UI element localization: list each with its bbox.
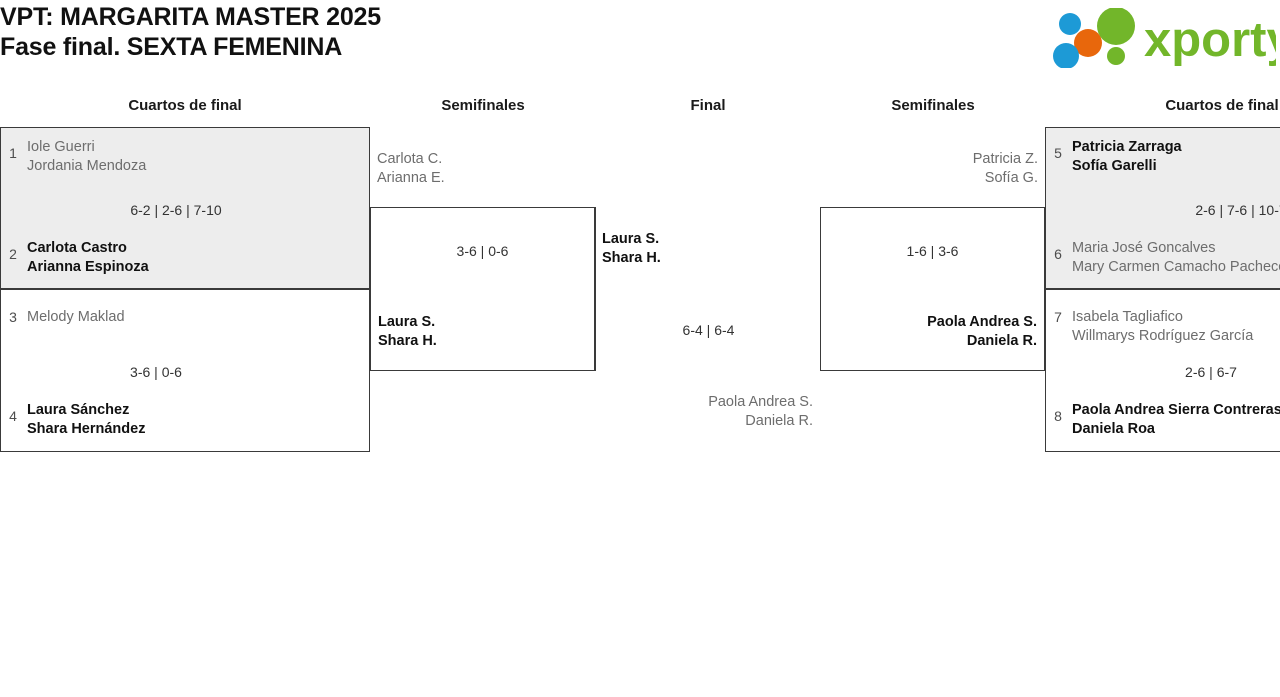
logo-dot-blue-bottom [1053,43,1079,68]
player-name-line1: Paola Andrea S. [927,314,1037,330]
player-name-line1: Laura Sánchez [27,402,130,418]
player-name-line1: Laura S. [378,314,436,330]
player-name-line1: Patricia Zarraga [1072,139,1182,155]
seed-number: 2 [9,246,17,262]
match-qf-right-bottom[interactable]: 7 Isabela Tagliafico Willmarys Rodríguez… [1045,289,1280,452]
score-sf-left: 3-6 | 0-6 [456,243,509,259]
player-name-line2: Arianna Espinoza [27,259,149,275]
team-qf-left-bottom-2[interactable]: Laura Sánchez Shara Hernández [27,401,145,439]
seed-number: 8 [1054,408,1062,424]
seed-number: 3 [9,309,17,325]
player-name-line1: Paola Andrea Sierra Contreras [1072,402,1280,418]
team-final-left[interactable]: Laura S. Shara H. [602,230,661,268]
team-qf-right-bottom-2[interactable]: Paola Andrea Sierra Contreras Daniela Ro… [1072,401,1280,439]
player-name-line1: Isabela Tagliafico [1072,309,1183,325]
player-name-line2: Daniela R. [745,413,813,429]
xporty-logo[interactable]: xporty [1048,8,1276,68]
score-qf-right-top: 2-6 | 7-6 | 10-7 [1195,202,1280,218]
round-header-qf-right: Cuartos de final [1165,97,1279,114]
page-header: VPT: MARGARITA MASTER 2025 Fase final. S… [0,0,1280,90]
team-sf-right-1[interactable]: Patricia Z. Sofía G. [825,150,1038,188]
tournament-title: VPT: MARGARITA MASTER 2025 Fase final. S… [0,2,381,62]
title-line-2: Fase final. SEXTA FEMENINA [0,33,343,61]
team-sf-left-1[interactable]: Carlota C. Arianna E. [377,150,445,188]
logo-wordmark: xporty [1144,13,1276,67]
player-name-line2: Daniela R. [966,333,1037,349]
team-qf-right-top-2[interactable]: Maria José Goncalves Mary Carmen Camacho… [1072,239,1280,277]
team-qf-left-top-2[interactable]: Carlota Castro Arianna Espinoza [27,239,149,277]
team-sf-right-2[interactable]: Paola Andrea S. Daniela R. [821,313,1037,351]
player-name-line1: Iole Guerri [27,139,95,155]
player-name-line1: Laura S. [602,231,660,247]
score-qf-left-top: 6-2 | 2-6 | 7-10 [130,202,222,218]
player-name-line1: Maria José Goncalves [1072,240,1216,256]
player-name-line1: Paola Andrea S. [708,394,813,410]
title-line-1: VPT: MARGARITA MASTER 2025 [0,3,381,31]
match-sf-left[interactable]: 3-6 | 0-6 Laura S. Shara H. [370,207,595,371]
team-qf-left-bottom-1[interactable]: Melody Maklad [27,308,125,327]
player-name-line2: Daniela Roa [1072,421,1155,437]
player-name-line1: Carlota Castro [27,240,127,256]
player-name-line1: Carlota C. [377,151,443,167]
score-qf-right-bottom: 2-6 | 6-7 [1185,364,1237,380]
player-name-line1: Patricia Z. [972,151,1038,167]
match-qf-left-bottom[interactable]: 3 Melody Maklad 3-6 | 0-6 4 Laura Sánche… [0,289,370,452]
score-sf-right: 1-6 | 3-6 [906,243,959,259]
player-name-line2: Sofía G. [984,170,1038,186]
final-rail-left [595,207,596,371]
team-qf-right-bottom-1[interactable]: Isabela Tagliafico Willmarys Rodríguez G… [1072,308,1253,346]
player-name-line2: Shara Hernández [27,421,146,437]
player-name-line2: Mary Carmen Camacho Pacheco [1072,259,1280,275]
player-name-line1: Melody Maklad [27,309,125,325]
seed-number: 1 [9,145,17,161]
score-final: 6-4 | 6-4 [682,322,735,338]
seed-number: 5 [1054,145,1062,161]
logo-dot-orange [1074,29,1102,57]
team-qf-left-top-1[interactable]: Iole Guerri Jordania Mendoza [27,138,146,176]
player-name-line2: Shara H. [602,250,661,266]
match-qf-left-top[interactable]: 1 Iole Guerri Jordania Mendoza 6-2 | 2-6… [0,127,370,289]
seed-number: 4 [9,408,17,424]
logo-dot-green-large [1097,8,1135,45]
player-name-line2: Willmarys Rodríguez García [1072,328,1254,344]
round-header-sf-left: Semifinales [441,97,525,114]
logo-dot-green-small [1107,47,1125,65]
round-header-final: Final [690,97,726,114]
match-sf-right[interactable]: 1-6 | 3-6 Paola Andrea S. Daniela R. [820,207,1045,371]
seed-number: 6 [1054,246,1062,262]
seed-number: 7 [1054,309,1062,325]
team-final-right[interactable]: Paola Andrea S. Daniela R. [595,393,813,431]
team-qf-right-top-1[interactable]: Patricia Zarraga Sofía Garelli [1072,138,1182,176]
player-name-line2: Shara H. [378,333,437,349]
round-header-sf-right: Semifinales [891,97,975,114]
player-name-line2: Jordania Mendoza [27,158,147,174]
round-header-qf-left: Cuartos de final [128,97,242,114]
match-qf-right-top[interactable]: 5 Patricia Zarraga Sofía Garelli 2-6 | 7… [1045,127,1280,289]
score-qf-left-bottom: 3-6 | 0-6 [130,364,182,380]
player-name-line2: Sofía Garelli [1072,158,1157,174]
logo-dot-blue-top [1059,13,1081,35]
player-name-line2: Arianna E. [377,170,445,186]
team-sf-left-2[interactable]: Laura S. Shara H. [378,313,437,351]
